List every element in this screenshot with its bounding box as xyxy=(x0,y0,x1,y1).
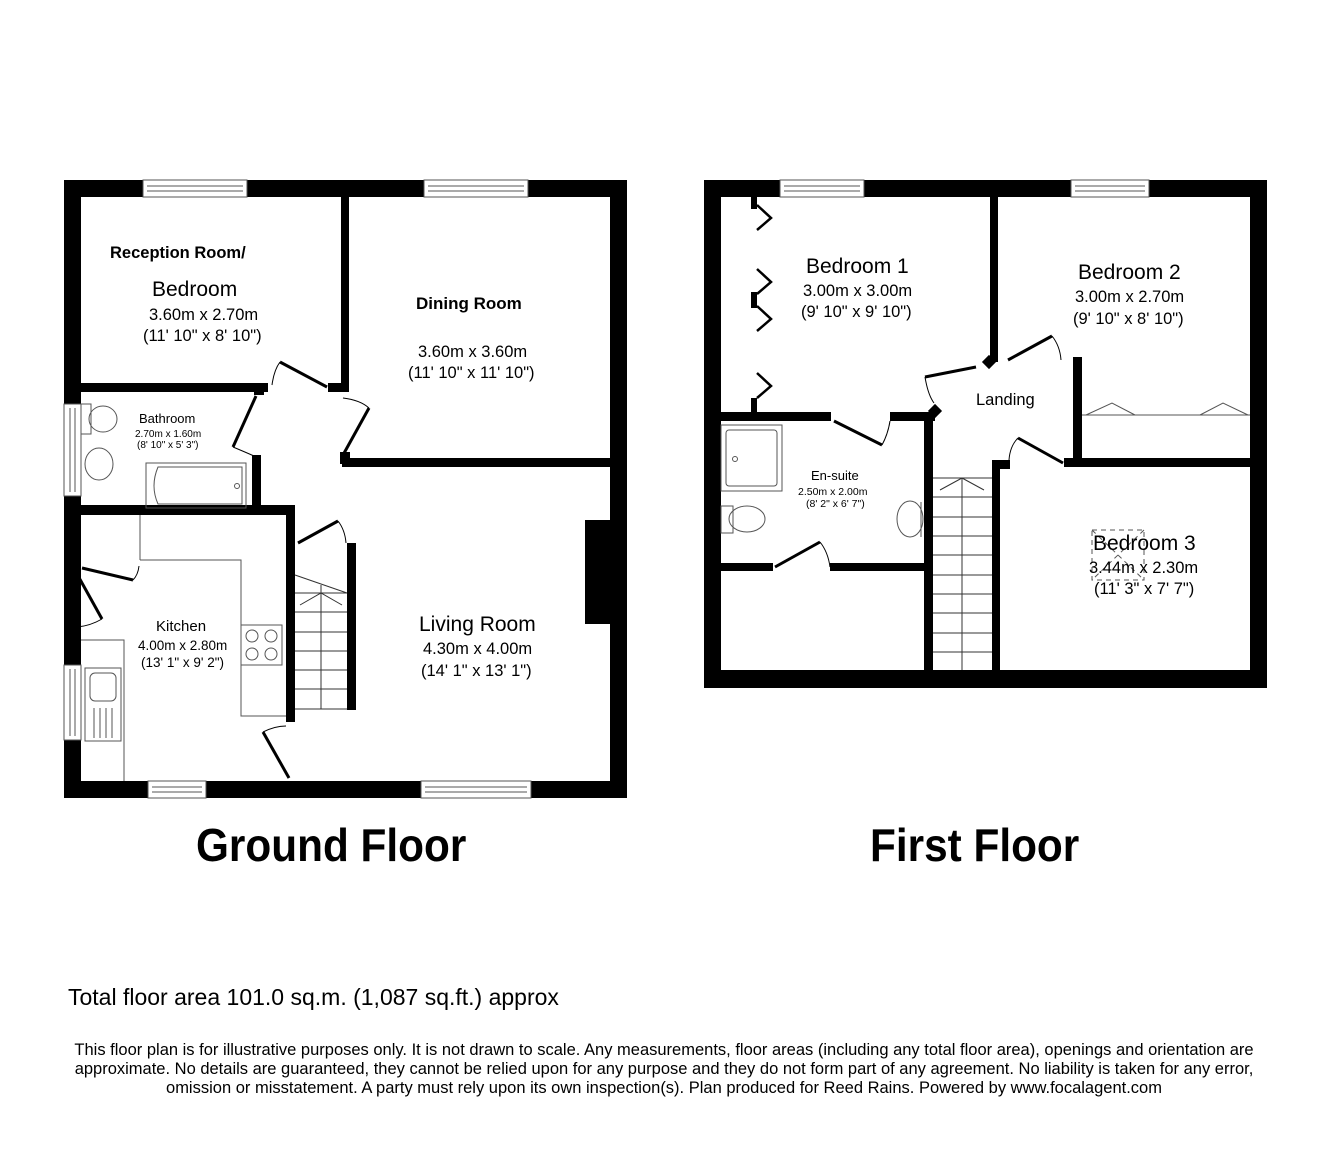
reception-room-name: Bedroom xyxy=(152,278,238,301)
shower-tray-icon xyxy=(720,424,783,492)
first-interior-walls xyxy=(721,197,1250,670)
first-stairs xyxy=(933,477,992,670)
bedroom2-metric: 3.00m x 2.70m xyxy=(1075,288,1185,306)
basin-icon xyxy=(896,500,924,538)
sink-icon xyxy=(84,667,122,742)
bedroom1-imperial: (9' 10" x 9' 10") xyxy=(801,303,912,321)
living-room-imperial: (14' 1" x 13' 1") xyxy=(421,662,532,680)
living-room-metric: 4.30m x 4.00m xyxy=(423,640,533,658)
ensuite-imperial: (8' 2" x 6' 7") xyxy=(806,498,865,510)
reception-room-imperial: (11' 10" x 8' 10") xyxy=(143,327,262,345)
bedroom3-metric: 3.44m x 2.30m xyxy=(1089,559,1199,577)
first-fixtures xyxy=(720,402,1250,581)
bath-icon xyxy=(145,462,247,509)
ground-doors xyxy=(75,360,371,779)
kitchen-metric: 4.00m x 2.80m xyxy=(138,638,228,653)
reception-room-label: Reception Room/ xyxy=(110,244,246,262)
dining-room-metric: 3.60m x 3.60m xyxy=(418,343,528,361)
bedroom2-imperial: (9' 10" x 8' 10") xyxy=(1073,310,1184,328)
reception-room-metric: 3.60m x 2.70m xyxy=(149,306,259,324)
toilet-icon xyxy=(728,505,766,533)
landing-label: Landing xyxy=(976,391,1035,409)
bedroom3-imperial: (11' 3" x 7' 7") xyxy=(1094,580,1195,598)
bathroom-imperial: (8' 10" x 5' 3") xyxy=(137,440,199,451)
first-floor-plan xyxy=(704,179,1267,688)
total-floor-area: Total floor area 101.0 sq.m. (1,087 sq.f… xyxy=(68,984,559,1010)
first-windows xyxy=(779,179,1150,198)
bedroom1-metric: 3.00m x 3.00m xyxy=(803,282,913,300)
bedroom3-label: Bedroom 3 xyxy=(1093,532,1196,555)
kitchen-imperial: (13' 1" x 9' 2") xyxy=(141,655,225,670)
toilet-icon xyxy=(88,405,118,433)
kitchen-label: Kitchen xyxy=(156,618,207,635)
ground-floor-plan xyxy=(63,179,627,799)
dining-room-imperial: (11' 10" x 11' 10") xyxy=(408,364,535,382)
living-room-label: Living Room xyxy=(419,613,536,636)
hob-icon xyxy=(240,624,283,666)
bedroom1-label: Bedroom 1 xyxy=(806,255,909,278)
first-floor-title: First Floor xyxy=(870,819,1080,871)
ensuite-label: En-suite xyxy=(811,468,859,483)
dining-room-label: Dining Room xyxy=(416,294,522,313)
first-wardrobes xyxy=(756,204,773,399)
ensuite-metric: 2.50m x 2.00m xyxy=(798,486,868,498)
ground-windows xyxy=(63,179,532,799)
disclaimer-text: This floor plan is for illustrative purp… xyxy=(74,1041,1254,1097)
ground-stairs xyxy=(294,574,348,710)
loft-hatch-icon xyxy=(1091,529,1145,581)
first-doors xyxy=(774,334,1064,569)
bathroom-label: Bathroom xyxy=(139,411,196,426)
ground-interior-walls xyxy=(64,197,610,722)
bedroom2-label: Bedroom 2 xyxy=(1078,261,1181,284)
ground-floor-title: Ground Floor xyxy=(196,819,467,871)
bathroom-metric: 2.70m x 1.60m xyxy=(135,429,202,440)
first-exterior-walls xyxy=(704,180,1267,688)
basin-icon xyxy=(84,447,114,481)
ground-fixtures xyxy=(80,403,286,781)
